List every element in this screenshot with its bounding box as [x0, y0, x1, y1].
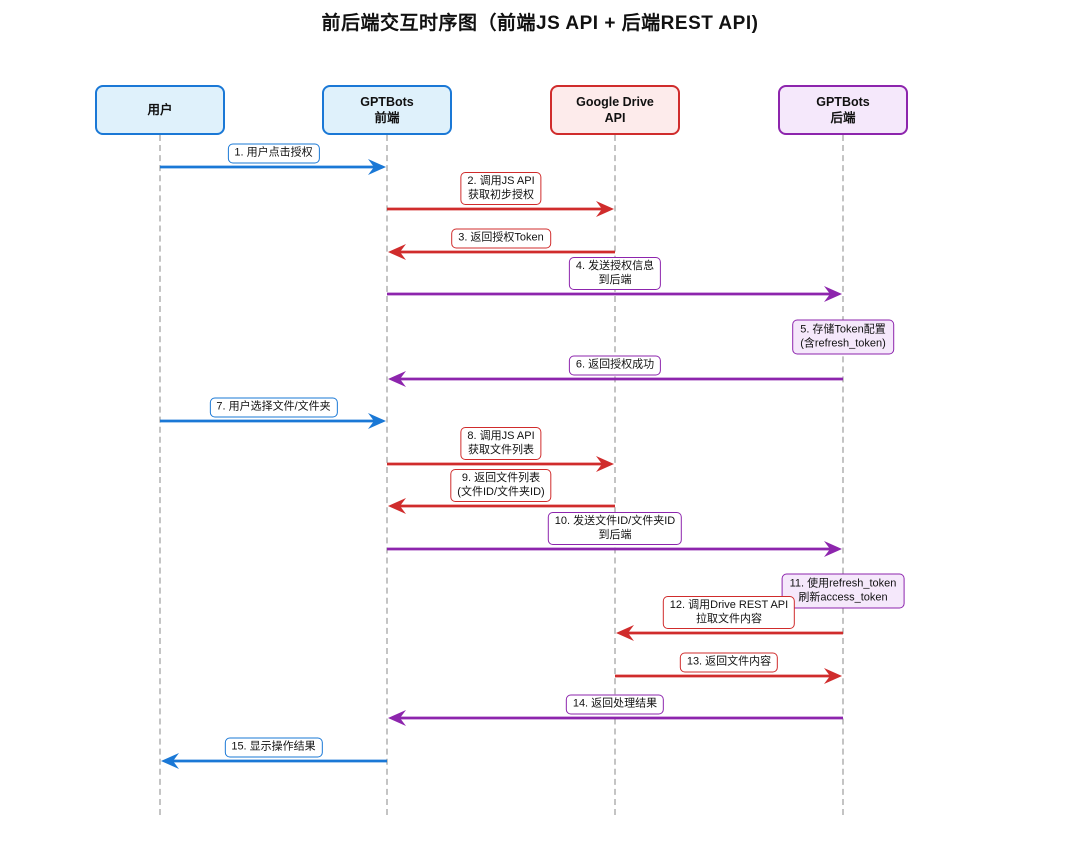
- lifeline-backend: [842, 135, 844, 815]
- message-label-line: 4. 发送授权信息: [575, 260, 655, 272]
- message-label-line: 获取文件列表: [468, 443, 534, 456]
- message-label-line: 1. 用户点击授权: [234, 146, 313, 159]
- message-arrow-2: [387, 201, 614, 217]
- message-label-6: 6. 返回授权成功: [568, 355, 662, 375]
- actor-label-line: GPTBots: [360, 95, 414, 109]
- message-label-line: 9. 返回文件列表: [461, 472, 541, 484]
- actor-label-line: 用户: [147, 103, 173, 117]
- actor-user: 用户: [95, 85, 225, 135]
- message-label-line: 拉取文件内容: [695, 612, 762, 625]
- message-label-line: 到后端: [598, 273, 632, 286]
- message-label-line: 3. 返回授权Token: [458, 231, 544, 244]
- message-arrow-6: [388, 371, 843, 387]
- message-label-9: 9. 返回文件列表(文件ID/文件夹ID): [450, 469, 552, 502]
- message-label-4: 4. 发送授权信息到后端: [568, 257, 662, 290]
- message-arrow-10: [387, 541, 842, 557]
- message-arrow-4: [387, 286, 842, 302]
- message-arrow-3: [388, 244, 615, 260]
- message-arrow-14: [388, 710, 843, 726]
- actor-label-line: Google Drive: [576, 95, 654, 109]
- message-label-13: 13. 返回文件内容: [679, 652, 779, 672]
- diagram-title: 前后端交互时序图（前端JS API + 后端REST API): [321, 13, 759, 34]
- message-arrow-13: [615, 668, 842, 684]
- note-line: (含refresh_token): [800, 337, 886, 349]
- message-label-line: 10. 发送文件ID/文件夹ID: [554, 515, 676, 527]
- message-label-1: 1. 用户点击授权: [227, 143, 320, 163]
- message-label-14: 14. 返回处理结果: [565, 694, 665, 714]
- message-label-line: 6. 返回授权成功: [575, 358, 655, 371]
- message-arrow-12: [616, 625, 843, 641]
- message-label-line: 8. 调用JS API: [467, 430, 535, 442]
- message-arrow-15: [161, 753, 387, 769]
- note-line: 11. 使用refresh_token: [789, 577, 897, 590]
- note-line: 刷新access_token: [798, 591, 888, 603]
- message-label-3: 3. 返回授权Token: [451, 228, 551, 248]
- actor-frontend: GPTBots 前端: [322, 85, 452, 135]
- actor-label-line: API: [604, 111, 626, 125]
- message-label-line: 14. 返回处理结果: [572, 697, 658, 710]
- message-label-7: 7. 用户选择文件/文件夹: [209, 397, 338, 417]
- message-arrow-9: [388, 498, 615, 514]
- actor-label-line: 后端: [830, 111, 856, 125]
- lifeline-gdrive: [614, 135, 616, 815]
- note-line: 5. 存储Token配置: [800, 323, 886, 336]
- actor-backend: GPTBots 后端: [778, 85, 908, 135]
- message-label-line: (文件ID/文件夹ID): [457, 485, 545, 498]
- message-label-line: 13. 返回文件内容: [686, 655, 772, 668]
- message-label-line: 7. 用户选择文件/文件夹: [216, 400, 331, 413]
- actor-label-line: GPTBots: [816, 95, 870, 109]
- message-label-15: 15. 显示操作结果: [224, 737, 323, 757]
- lifeline-user: [159, 135, 161, 815]
- message-label-line: 获取初步授权: [468, 188, 534, 201]
- message-label-line: 12. 调用Drive REST API: [669, 599, 789, 611]
- actor-label-line: 前端: [374, 111, 400, 125]
- message-arrow-7: [160, 413, 386, 429]
- message-label-line: 到后端: [598, 528, 632, 541]
- note-5: 5. 存储Token配置(含refresh_token): [792, 319, 894, 355]
- message-arrow-1: [160, 159, 386, 175]
- lifeline-frontend: [386, 135, 388, 815]
- message-label-line: 15. 显示操作结果: [231, 740, 316, 753]
- message-label-line: 2. 调用JS API: [467, 175, 535, 187]
- message-arrow-8: [387, 456, 614, 472]
